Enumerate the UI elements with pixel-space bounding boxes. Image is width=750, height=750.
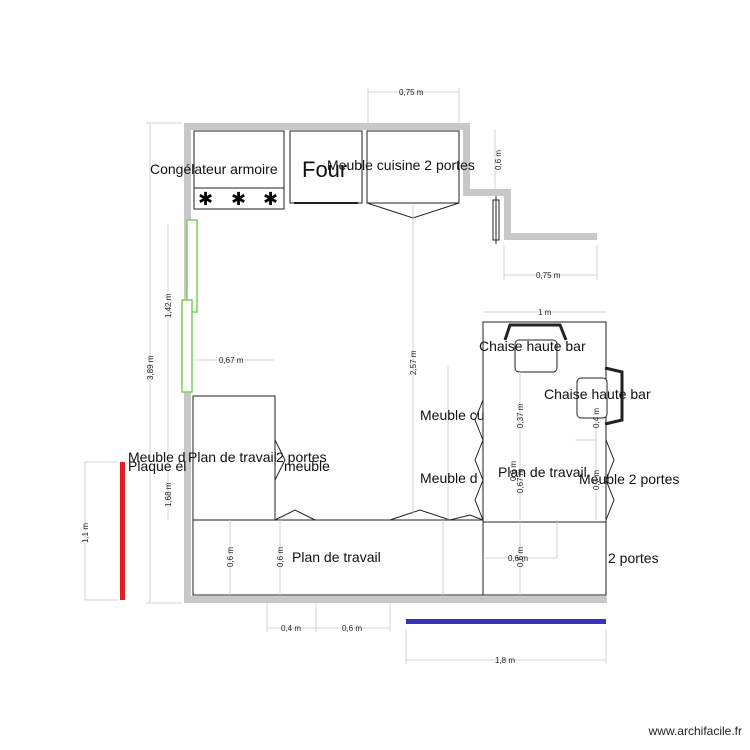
dim-bottom-18: 1,8 m	[495, 656, 515, 665]
countertop-bottom	[192, 519, 484, 596]
door-symbol	[492, 196, 500, 244]
dim-center-257: 2,57 m	[409, 350, 418, 375]
label-congelateur: Congélateur armoire	[150, 161, 278, 177]
label-meuble-2-portes-droite: Meuble 2 portes	[579, 471, 679, 487]
dim-bar-1m: 1 m	[538, 308, 552, 317]
wall-top	[184, 123, 470, 130]
dim-bar-037: 0,37 m	[516, 403, 525, 428]
dim-right-06: 0,6 m	[494, 150, 503, 170]
wall-step-horizontal	[463, 189, 511, 196]
wall-step-vertical	[463, 123, 470, 189]
label-meuble-d-centre: Meuble d	[420, 470, 478, 486]
bar-chair-1	[503, 323, 568, 373]
label-chaise-2: Chaise haute bar	[544, 386, 651, 402]
dim-left-142: 1,42 m	[164, 293, 173, 318]
dim-bottom-06c: 0,6 m	[342, 624, 362, 633]
label-deux-portes: 2 portes	[276, 449, 327, 465]
svg-text:✱: ✱	[263, 189, 278, 209]
label-meuble-cu: Meuble cu	[420, 407, 485, 423]
freezer: ✱ ✱ ✱	[193, 130, 285, 210]
wall-step-down	[504, 189, 511, 233]
red-element	[120, 462, 125, 600]
freezer-stars: ✱	[198, 189, 213, 209]
green-window-upper	[186, 219, 198, 313]
dim-left-389: 3,89 m	[146, 355, 155, 380]
bar-chair-2	[576, 366, 624, 426]
dim-bar-07: 0,7 m	[592, 470, 601, 490]
oven	[289, 130, 363, 204]
label-meuble-haut: Meuble cuisine 2 portes	[327, 157, 475, 173]
dim-bar-06b: 0,6 m	[508, 554, 528, 563]
blue-element	[406, 619, 606, 624]
wall-bottom	[184, 596, 607, 603]
green-window-lower	[181, 299, 193, 393]
dim-right-075: 0,75 m	[536, 271, 561, 280]
dim-bar-06c: 0,6 m	[509, 461, 518, 481]
dim-left-11: 1,1 m	[81, 523, 90, 543]
svg-text:✱: ✱	[231, 189, 246, 209]
label-plaque: Plaque él	[128, 458, 186, 474]
label-plan-travail-droite: Plan de travail	[498, 464, 587, 480]
credit-text: www.archifacile.fr	[648, 724, 742, 738]
cabinet-left-countertop	[192, 395, 276, 521]
dim-bottom-06b: 0,6 m	[276, 547, 285, 567]
dim-left-168: 1,68 m	[164, 482, 173, 507]
label-meuble-gauche: Meuble d	[128, 449, 186, 465]
dim-bar-04: 0,4 m	[592, 408, 601, 428]
dim-bar-06: 0,6 m	[516, 547, 525, 567]
dim-bar-067: 0,67 m	[516, 468, 525, 493]
dim-left-067: 0,67 m	[219, 356, 244, 365]
label-meuble: meuble	[284, 458, 330, 474]
cabinet-top-right	[366, 130, 460, 219]
label-plan-travail-bas: Plan de travail	[292, 549, 381, 565]
wall-right-stub	[504, 233, 597, 240]
label-chaise-1: Chaise haute bar	[479, 338, 586, 354]
dimension-lines	[84, 88, 607, 664]
label-four: Four	[302, 157, 347, 182]
dim-top-075: 0,75 m	[399, 88, 424, 97]
label-deux-portes-bas: 2 portes	[608, 550, 659, 566]
dim-bottom-06a: 0,6 m	[226, 547, 235, 567]
label-plan-travail-gauche: Plan de travail	[188, 449, 277, 465]
dim-bottom-04: 0,4 m	[281, 624, 301, 633]
